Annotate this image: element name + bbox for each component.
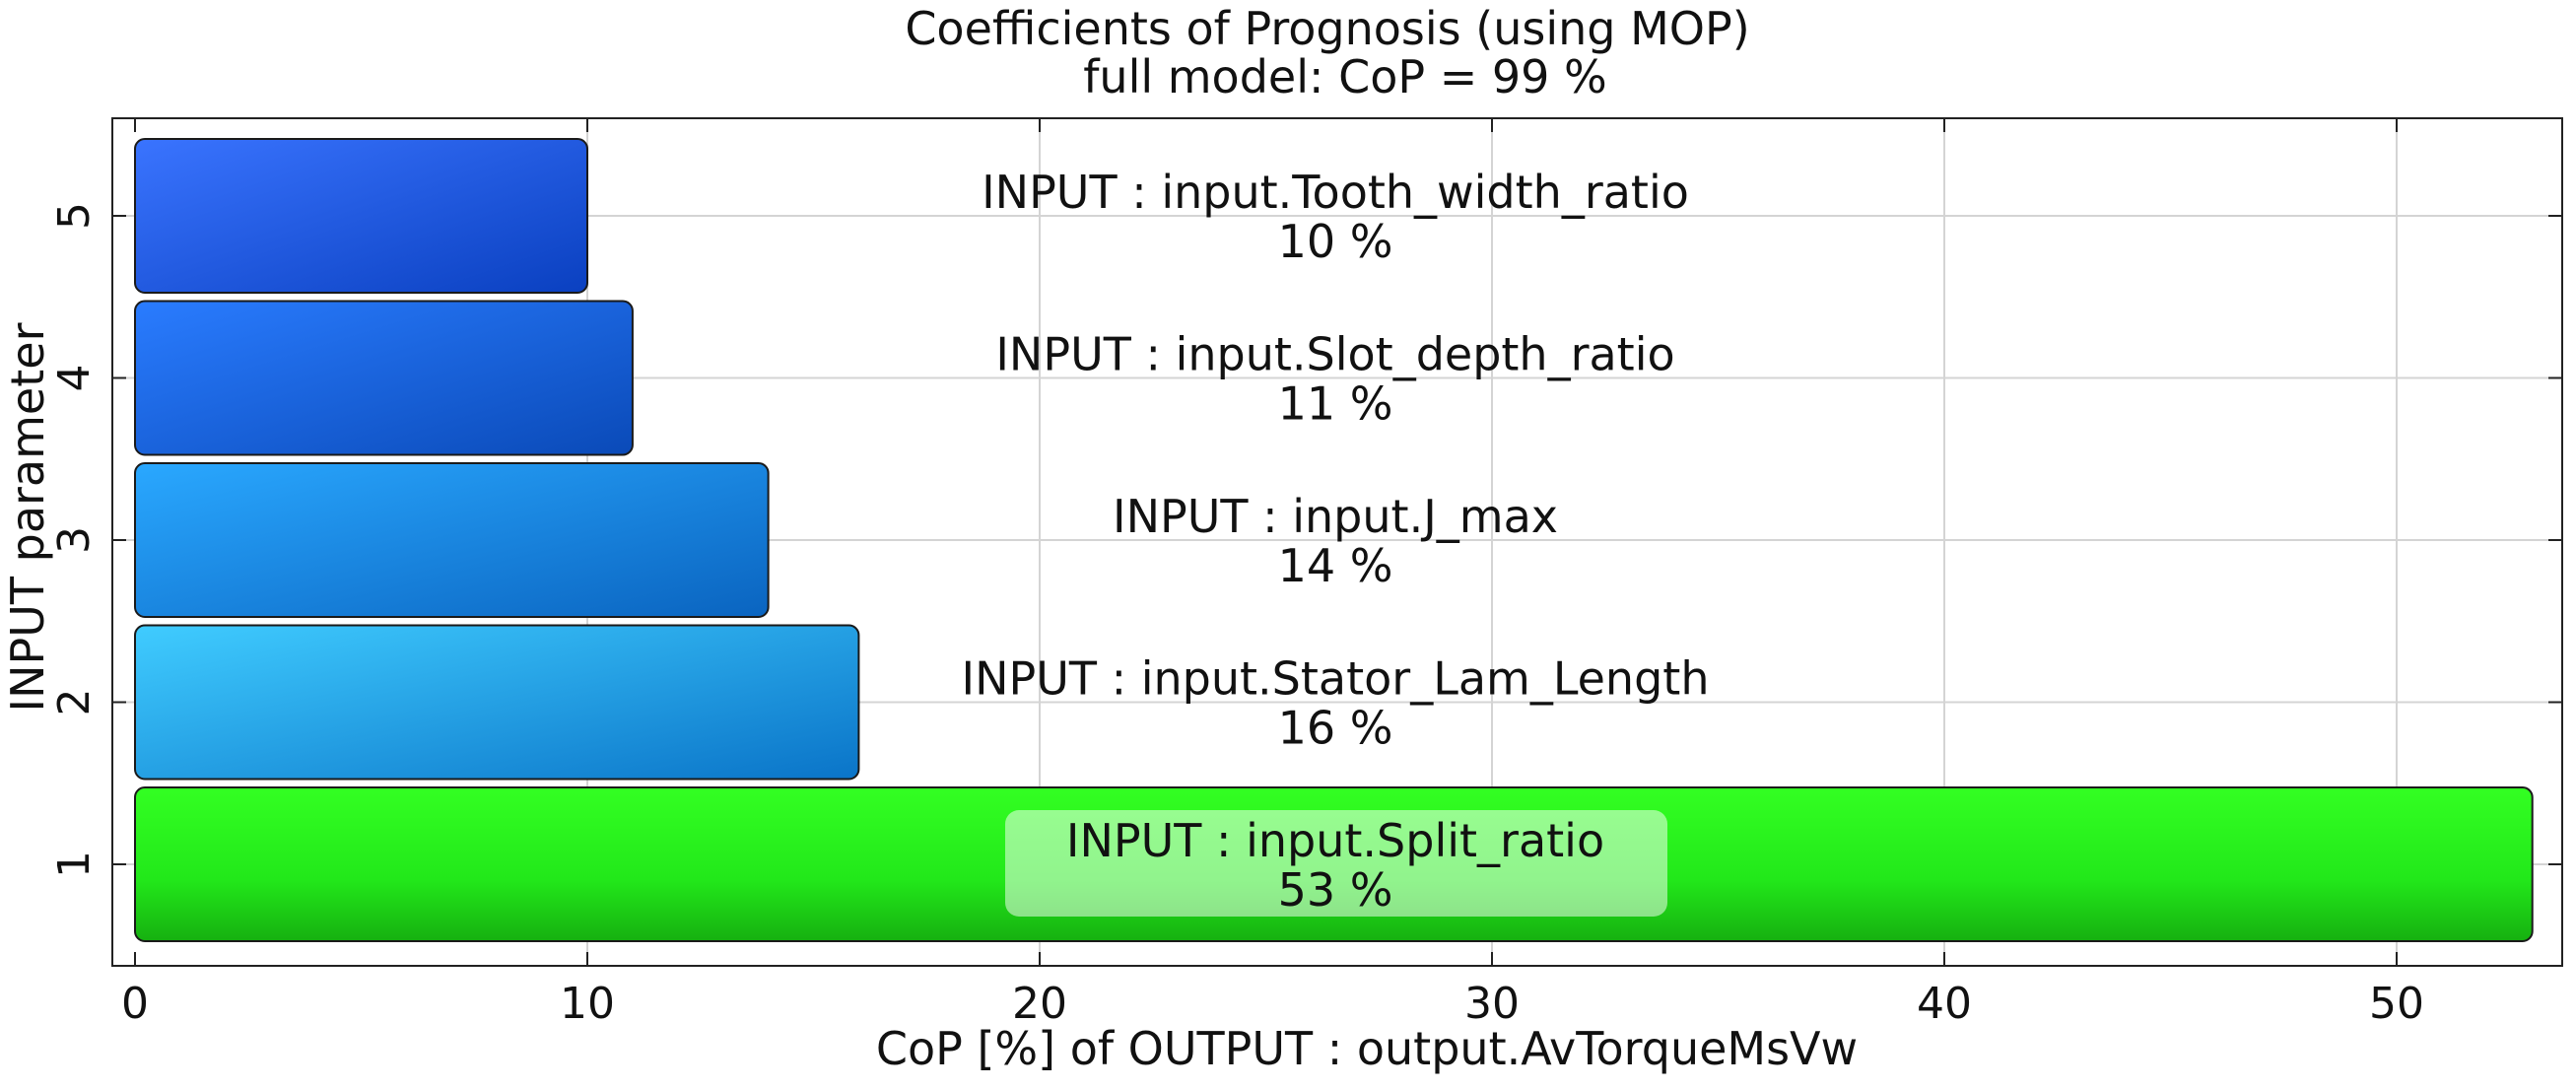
y-tick-label: 4 [49, 365, 100, 392]
bar-input-label: INPUT : input.Tooth_width_ratio [982, 166, 1689, 219]
x-tick-label: 0 [121, 979, 149, 1029]
bar-input-label: INPUT : input.Split_ratio [1066, 814, 1604, 867]
x-tick-label: 40 [1917, 979, 1972, 1029]
plot-frame [111, 117, 2563, 967]
bar-value-label: 53 % [1278, 863, 1393, 917]
y-tick-label: 3 [49, 526, 100, 554]
bar-3 [134, 462, 770, 618]
x-tick-label: 50 [2369, 979, 2424, 1029]
bar-2 [134, 624, 860, 781]
bar-value-label: 14 % [1278, 539, 1393, 592]
bar-value-label: 16 % [1278, 702, 1393, 755]
chart-subtitle: full model: CoP = 99 % [1083, 50, 1607, 103]
bar-5 [134, 138, 588, 294]
x-tick-label: 20 [1012, 979, 1067, 1029]
tick-layer: 0 10 20 30 40 50 1 2 3 4 5 [49, 118, 2562, 1029]
bar-input-label: INPUT : input.J_max [1113, 490, 1558, 543]
chart-title: Coefficients of Prognosis (using MOP) [905, 2, 1749, 55]
bar-input-label: INPUT : input.Slot_depth_ratio [995, 328, 1674, 381]
y-tick-label: 5 [49, 202, 100, 230]
bar-value-label: 11 % [1278, 377, 1393, 431]
x-tick-label: 30 [1464, 979, 1520, 1029]
y-tick-label: 1 [49, 851, 100, 878]
highlight-label-box [1005, 810, 1667, 917]
y-axis-title: INPUT parameter [1, 322, 54, 712]
bar-input-label: INPUT : input.Stator_Lam_Length [962, 652, 1710, 706]
bar-4 [134, 300, 634, 456]
bar-value-label: 10 % [1278, 215, 1393, 268]
x-tick-label: 10 [560, 979, 615, 1029]
x-axis-title: CoP [%] of OUTPUT : output.AvTorqueMsVw [876, 1022, 1858, 1075]
y-tick-label: 2 [49, 689, 100, 716]
